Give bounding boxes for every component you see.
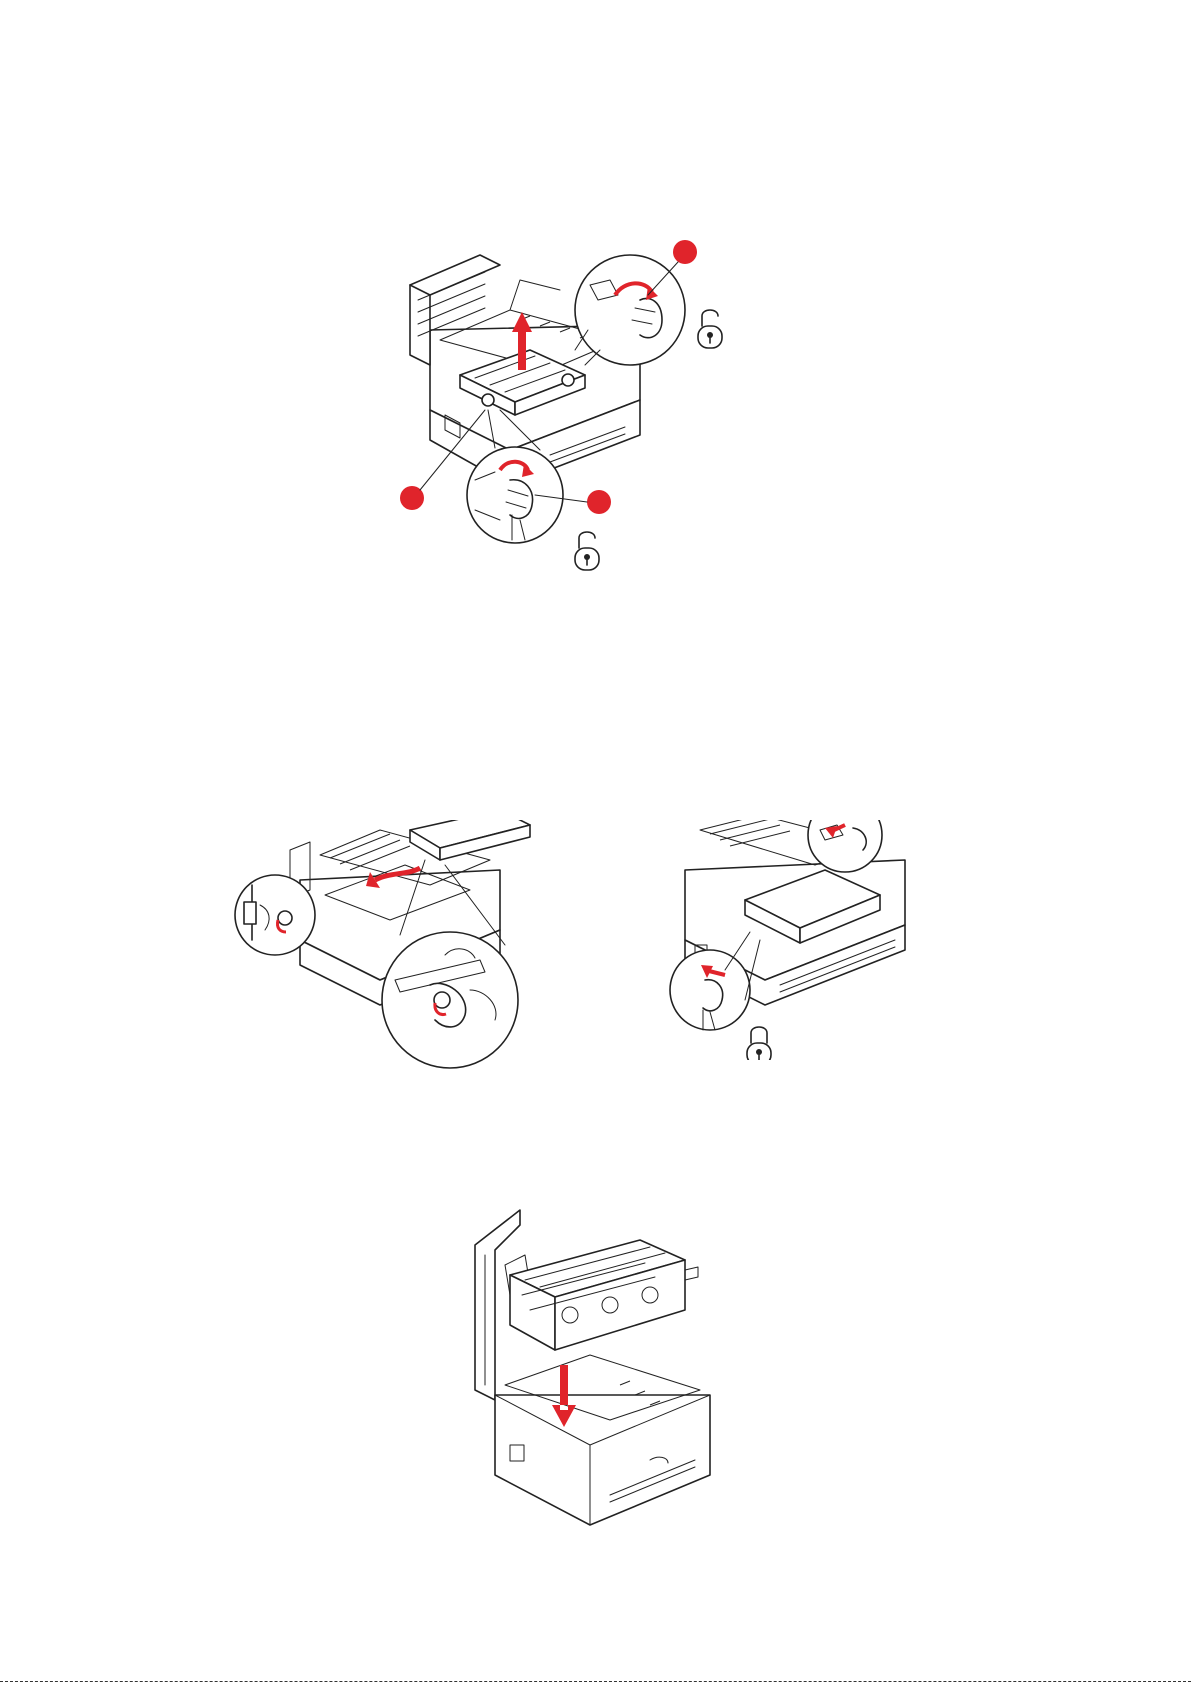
top-cover [410,285,430,365]
figure-install-belt-unit [230,820,565,1080]
printer-open-illustration [400,240,800,620]
figure-replace-image-drums [470,1205,730,1535]
lock-icon [747,1027,771,1060]
drum-replace-illustration [470,1205,730,1535]
zoom-detail-left-lock [670,950,750,1030]
callout-marker-1 [673,240,697,264]
zoom-detail-right-lever [575,255,685,365]
belt-lock-illustration [665,820,935,1060]
page-footer-rule [0,1681,1191,1682]
unlock-icon [698,310,722,348]
unlock-icon [575,532,599,570]
belt-install-illustration [230,820,565,1080]
printer-body [495,1395,710,1525]
figure-remove-belt-unit [400,240,800,620]
figure-lock-belt-unit [665,820,935,1060]
callout-marker-3 [587,490,611,514]
